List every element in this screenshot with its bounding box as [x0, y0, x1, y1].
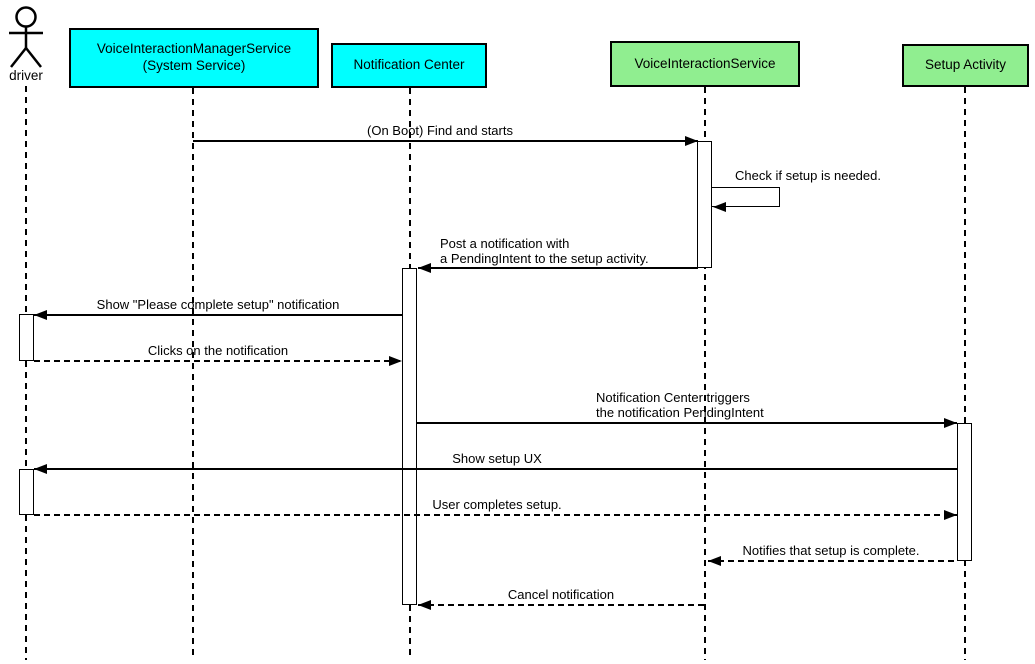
arrowhead-icon	[685, 136, 698, 146]
participant-voiceinteractionservice: VoiceInteractionService	[610, 41, 800, 87]
participant-notification-center: Notification Center	[331, 43, 487, 88]
message-label-post-notification: Post a notification with a PendingIntent…	[440, 236, 649, 266]
message-label-check-setup: Check if setup is needed.	[735, 168, 881, 183]
message-label-clicks-notification: Clicks on the notification	[147, 343, 289, 358]
message-line-notifies-setup-complete	[708, 560, 958, 562]
lifeline-voiceinteractionservice	[704, 87, 706, 660]
arrowhead-icon	[418, 600, 431, 610]
lifeline-driver	[25, 86, 27, 660]
actor-driver-icon	[9, 6, 43, 68]
message-line-post-notification	[418, 267, 698, 269]
message-label-find-and-starts: (On Boot) Find and starts	[367, 123, 513, 138]
activation-driver-2	[19, 469, 34, 515]
message-self-loop-check-setup	[712, 187, 780, 207]
message-label-cancel-notification: Cancel notification	[507, 587, 615, 602]
participant-voiceinteractionmanagerservice: VoiceInteractionManagerService (System S…	[69, 28, 319, 88]
message-label-triggers-pendingintent: Notification Center triggers the notific…	[596, 390, 764, 420]
message-label-show-setup-ux: Show setup UX	[452, 451, 542, 466]
lifeline-voiceinteractionmanagerservice	[192, 88, 194, 660]
arrowhead-icon	[389, 356, 402, 366]
message-label-user-completes-setup: User completes setup.	[432, 497, 562, 512]
arrowhead-icon	[34, 310, 47, 320]
arrowhead-icon	[944, 510, 957, 520]
message-line-find-and-starts	[193, 140, 698, 142]
message-label-show-setup-notification: Show "Please complete setup" notificatio…	[96, 297, 340, 312]
message-line-cancel-notification	[418, 604, 705, 606]
message-line-show-setup-ux	[34, 468, 958, 470]
arrowhead-icon	[708, 556, 721, 566]
participant-setup-activity: Setup Activity	[902, 44, 1029, 87]
activation-driver-1	[19, 314, 34, 361]
activation-setup-activity	[957, 423, 972, 561]
actor-driver-label: driver	[9, 68, 43, 83]
lifeline-setup-activity	[964, 87, 966, 660]
message-line-show-setup-notification	[34, 314, 403, 316]
message-line-user-completes-setup	[34, 514, 957, 516]
arrowhead-icon	[713, 202, 726, 212]
arrowhead-icon	[944, 418, 957, 428]
message-label-notifies-setup-complete: Notifies that setup is complete.	[742, 543, 920, 558]
message-line-triggers-pendingintent	[417, 422, 957, 424]
arrowhead-icon	[418, 263, 431, 273]
activation-voiceinteractionservice	[697, 141, 712, 268]
message-line-clicks-notification	[34, 360, 402, 362]
activation-notification-center	[402, 268, 417, 605]
arrowhead-icon	[34, 464, 47, 474]
